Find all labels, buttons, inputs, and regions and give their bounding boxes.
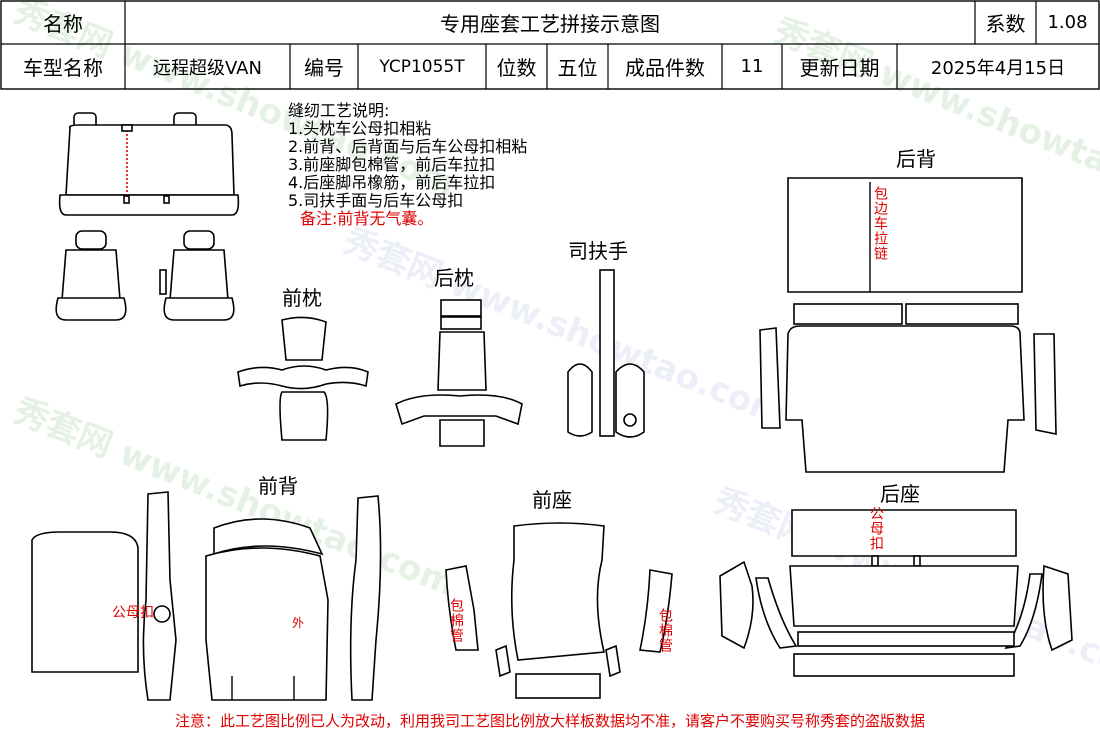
label-armrest: 司扶手	[568, 239, 628, 263]
label-front-seat: 前座	[532, 488, 572, 512]
code-label: 编号	[304, 56, 344, 80]
label-front-back: 前背	[258, 474, 298, 498]
footer-notice: 注意：此工艺图比例已人为改动，利用我司工艺图比例放大样板数据均不准，请客户不要购…	[174, 712, 925, 730]
stitching-notes: 缝纫工艺说明: 1.头枕车公母扣相粘 2.前背、后背面与后车公母扣相粘 3.前座…	[288, 102, 527, 228]
notes-title: 缝纫工艺说明:	[288, 101, 390, 120]
date-label: 更新日期	[799, 56, 880, 80]
pieces-value: 11	[740, 56, 764, 77]
front-back-pieces	[31, 491, 382, 701]
label-front-headrest: 前枕	[282, 286, 322, 310]
date-value: 2025年4月15日	[930, 57, 1066, 79]
label-rear-headrest: 后枕	[434, 266, 474, 290]
rear-headrest-pieces	[395, 299, 523, 447]
annotation-front-seat-tube-right: 包棉管	[657, 608, 673, 653]
front-seat-pieces	[445, 522, 673, 699]
notes-remark: 备注:前背无气囊。	[300, 209, 434, 228]
seats-value: 五位	[557, 56, 598, 80]
annotation-front-back-snap: 公母扣	[112, 605, 154, 621]
model-value: 远程超级VAN	[153, 57, 262, 79]
code-value: YCP1055T	[379, 56, 465, 77]
seats-label: 位数	[496, 56, 537, 80]
rear-seat-pieces	[719, 509, 1073, 677]
coef-value: 1.08	[1047, 12, 1088, 33]
header-grid	[0, 0, 1100, 90]
note-item: 5.司扶手面与后车公母扣	[288, 191, 464, 210]
rear-back-pieces	[759, 177, 1057, 473]
armrest-pieces	[567, 269, 645, 438]
page-title: 专用座套工艺拼接示意图	[440, 12, 660, 36]
name-label: 名称	[43, 12, 83, 36]
coef-label: 系数	[985, 12, 1026, 36]
front-headrest-pieces	[237, 316, 369, 441]
label-rear-seat: 后座	[880, 482, 920, 506]
annotation-front-seat-tube-left: 包棉管	[448, 598, 464, 643]
annotation-rear-back-zip: 包边车拉链	[872, 186, 888, 261]
front-seat-illustration	[55, 230, 235, 321]
note-item: 2.前背、后背面与后车公母扣相粘	[288, 137, 528, 156]
model-label: 车型名称	[23, 56, 103, 80]
header-table: 名称 专用座套工艺拼接示意图 系数 1.08 车型名称 远程超级VAN 编号 Y…	[0, 0, 1100, 90]
annotation-front-back-outer: 外	[292, 616, 305, 630]
note-item: 1.头枕车公母扣相粘	[288, 119, 432, 138]
label-rear-back: 后背	[896, 147, 936, 171]
pieces-label: 成品件数	[625, 56, 705, 80]
note-item: 4.后座脚吊橡筋，前后车拉扣	[288, 173, 496, 192]
bench-seat-illustration	[58, 112, 240, 216]
note-item: 3.前座脚包棉管，前后车拉扣	[288, 155, 496, 174]
annotation-rear-seat-snap: 公母扣	[868, 506, 884, 551]
